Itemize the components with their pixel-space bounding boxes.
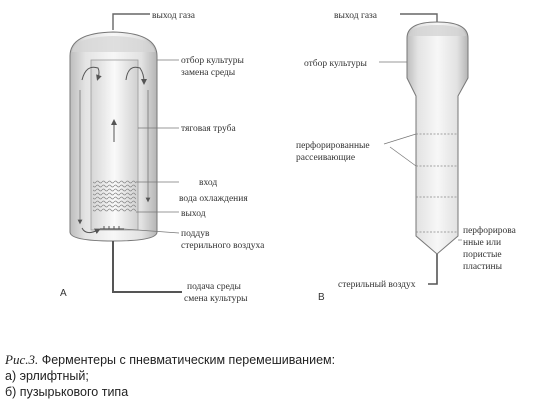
flow-arrow-bottom	[81, 227, 101, 235]
circulation-arrow-right	[125, 66, 147, 85]
caption-item-b: б) пузырькового типа	[5, 385, 129, 399]
airlift-fermenter: выход газа отбор культуры замена среды т…	[60, 11, 265, 304]
label-culture-sampling-a: отбор культуры	[181, 55, 245, 66]
label-culture-sampling-b: отбор культуры	[304, 58, 368, 69]
label-perforated-1: перфорированные	[296, 140, 370, 151]
label-perforated-2: рассеивающие	[296, 153, 355, 163]
air-inlet-pipe	[428, 254, 438, 285]
leader-perforated-2	[389, 146, 417, 167]
cooling-coil	[93, 180, 136, 212]
medium-supply-pipe	[112, 241, 182, 293]
label-porous-4: пластины	[463, 262, 503, 272]
vessel-dome-a	[72, 36, 155, 52]
circulation-arrow-left	[81, 66, 102, 81]
label-air-supply-1: поддув	[181, 229, 210, 239]
label-cooling-water: вода охлаждения	[179, 194, 248, 204]
panel-letter-a: A	[60, 288, 67, 299]
label-draft-tube: тяговая труба	[181, 123, 236, 134]
gas-outlet-pipe-b	[400, 13, 438, 22]
gas-outlet-pipe-a	[112, 13, 150, 30]
leader-air-supply	[123, 228, 180, 234]
label-gas-outlet-a: выход газа	[152, 11, 196, 21]
label-gas-outlet-b: выход газа	[334, 11, 378, 21]
label-air-supply-2: стерильного воздуха	[181, 241, 265, 251]
caption-title: Ферментеры с пневматическим перемешивани…	[38, 353, 336, 367]
bubble-column-fermenter: выход газа отбор культуры перфорированны…	[296, 11, 517, 303]
label-porous-3: пористые	[463, 250, 502, 260]
figure-caption: Рис.3. Ферментеры с пневматическим перем…	[5, 352, 545, 400]
caption-title-line: Рис.3. Ферментеры с пневматическим перем…	[5, 352, 545, 368]
leader-perforated-1	[383, 133, 417, 145]
vessel-dome-b	[409, 25, 466, 36]
label-sterile-air: стерильный воздух	[338, 279, 416, 290]
label-cooling-inlet: вход	[199, 178, 217, 188]
label-medium-change: замена среды	[181, 68, 236, 78]
caption-item-a: а) эрлифтный;	[5, 369, 89, 383]
label-culture-change: смена культуры	[184, 294, 248, 304]
caption-number: Рис.3.	[5, 352, 39, 367]
label-medium-supply: подача среды	[187, 282, 241, 292]
panel-letter-b: B	[318, 292, 325, 303]
label-porous-1: перфорирова	[463, 225, 517, 236]
vessel-body-b	[406, 21, 469, 255]
label-cooling-outlet: выход	[181, 209, 206, 219]
air-sparger	[100, 226, 124, 230]
label-porous-2: нные или	[463, 238, 501, 248]
